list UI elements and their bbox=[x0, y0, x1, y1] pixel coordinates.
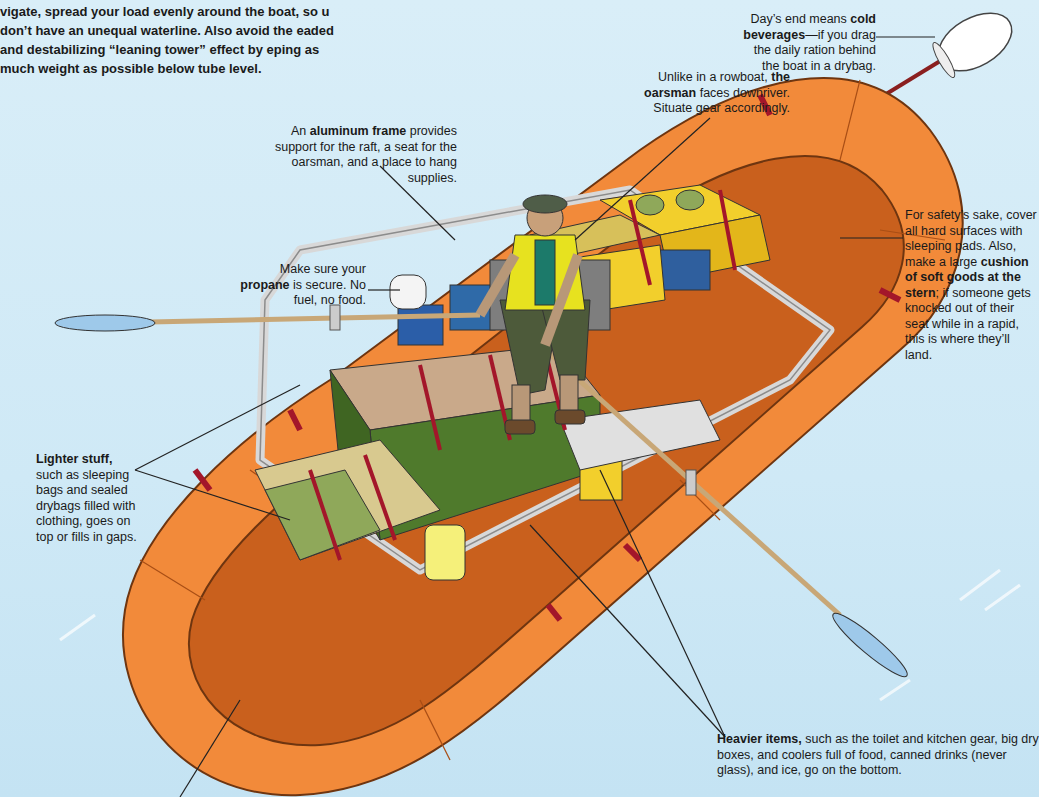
text-run: Make sure your bbox=[280, 262, 366, 276]
tube-straps bbox=[195, 95, 900, 620]
oarsman bbox=[480, 195, 610, 434]
raft-tube bbox=[123, 78, 963, 795]
gear-straps bbox=[310, 190, 735, 560]
callout-text: Day’s end means cold beverages—if you dr… bbox=[736, 12, 876, 74]
text-run: aluminum frame bbox=[310, 124, 407, 138]
callout-text: Heavier items, such as the toilet and ki… bbox=[717, 732, 1039, 779]
leader-lines bbox=[135, 37, 935, 797]
text-run: such as sleeping bags and sealed drybags… bbox=[36, 468, 137, 544]
tube-seams bbox=[140, 80, 945, 760]
callout-text: Unlike in a rowboat, the oarsman faces d… bbox=[630, 70, 790, 117]
raft-floor bbox=[189, 156, 904, 745]
callout-text: For safety’s sake, cover all hard surfac… bbox=[905, 208, 1039, 363]
callout-text: Lighter stuff, such as sleeping bags and… bbox=[36, 452, 138, 545]
callout-text: Make sure your propane is secure. No fue… bbox=[240, 262, 366, 309]
text-run: Lighter stuff, bbox=[36, 452, 112, 466]
aluminum-frame bbox=[260, 190, 830, 570]
text-run: Heavier items, bbox=[717, 732, 802, 746]
oars bbox=[55, 305, 913, 683]
gear bbox=[255, 185, 770, 580]
callout-text: An aluminum frame provides support for t… bbox=[272, 124, 457, 186]
text-run: propane bbox=[240, 278, 289, 292]
callout-text: vigate, spread your load evenly around t… bbox=[0, 2, 345, 78]
text-run: Unlike in a rowboat, bbox=[658, 70, 771, 84]
frame-edge bbox=[260, 190, 830, 570]
drybag bbox=[927, 1, 1021, 83]
text-run: An bbox=[291, 124, 310, 138]
text-run: is secure. No fuel, no food. bbox=[290, 278, 366, 308]
text-run: Day’s end means bbox=[750, 12, 850, 26]
